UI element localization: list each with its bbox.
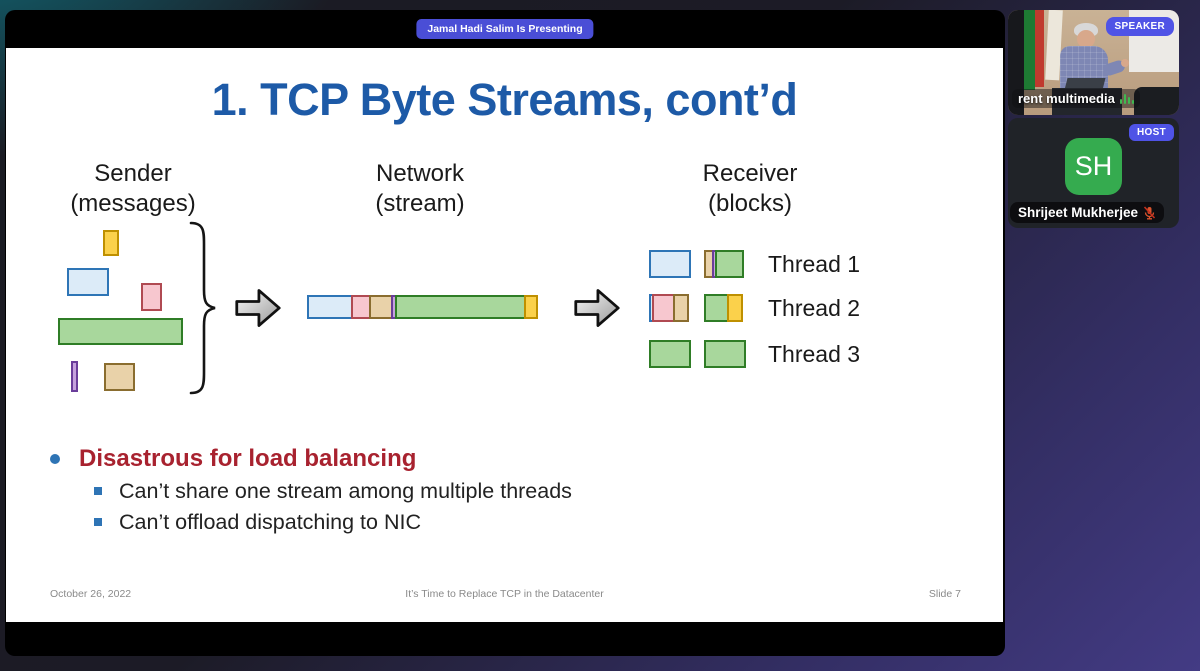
participant-name-label: Shrijeet Mukherjee bbox=[1010, 202, 1165, 223]
speaker-badge: SPEAKER bbox=[1105, 17, 1174, 36]
audio-level-icon bbox=[1119, 93, 1135, 104]
receiver-block bbox=[704, 340, 746, 368]
sender-message-block bbox=[71, 361, 78, 392]
message-block-pink bbox=[141, 283, 162, 311]
thread-2-label: Thread 2 bbox=[768, 295, 861, 321]
right-arrow-icon bbox=[235, 289, 281, 327]
message-block-yellow bbox=[524, 295, 538, 319]
video-decor bbox=[1008, 10, 1024, 115]
footer-deck-title: It’s Time to Replace TCP in the Datacent… bbox=[405, 588, 604, 600]
message-block-yellow bbox=[727, 294, 743, 322]
video-decor bbox=[1134, 87, 1179, 115]
podium-decor bbox=[1052, 88, 1122, 115]
slide-footer: October 26, 2022 It’s Time to Replace TC… bbox=[6, 588, 1003, 602]
message-block-blue bbox=[307, 295, 353, 319]
thread-3-label: Thread 3 bbox=[768, 341, 861, 367]
sender-column-label: Sender (messages) bbox=[70, 160, 196, 217]
message-block-purple bbox=[71, 361, 78, 392]
receiver-column-label: Receiver (blocks) bbox=[702, 160, 798, 217]
receiver-block bbox=[704, 250, 744, 278]
speaker-person bbox=[1077, 30, 1095, 48]
speaker-video-tile[interactable]: SPEAKER rent multimedia bbox=[1008, 10, 1179, 115]
participant-name-label: rent multimedia bbox=[1012, 89, 1141, 108]
avatar: SH bbox=[1065, 138, 1122, 195]
presentation-slide: 1. TCP Byte Streams, cont’d Sender (mess… bbox=[6, 48, 1003, 622]
bullet-square-icon bbox=[94, 487, 102, 495]
message-block-pink bbox=[652, 294, 675, 322]
receiver-block bbox=[649, 250, 691, 278]
receiver-block bbox=[704, 294, 743, 322]
network-stream-bar bbox=[307, 295, 538, 319]
presenter-banner: Jamal Hadi Salim Is Presenting bbox=[416, 19, 594, 39]
sub-bullet: Can’t share one stream among multiple th… bbox=[94, 479, 572, 504]
sender-message-block bbox=[104, 363, 135, 391]
main-bullet: Disastrous for load balancing bbox=[50, 445, 416, 473]
sender-message-block bbox=[141, 283, 162, 311]
message-block-green bbox=[704, 340, 746, 368]
slide-title: 1. TCP Byte Streams, cont’d bbox=[211, 74, 798, 125]
message-block-tan bbox=[104, 363, 135, 391]
message-block-green bbox=[704, 294, 729, 322]
footer-slide-number: Slide 7 bbox=[928, 588, 961, 600]
sender-message-block bbox=[103, 230, 119, 256]
message-block-green bbox=[395, 295, 526, 319]
sender-message-block bbox=[58, 318, 183, 345]
speaker-person bbox=[1121, 59, 1129, 67]
thread-1-label: Thread 1 bbox=[768, 251, 861, 277]
flag-decor bbox=[1024, 10, 1035, 90]
main-bullet-text: Disastrous for load balancing bbox=[79, 445, 417, 472]
right-arrow-icon bbox=[574, 289, 620, 327]
screen-share-area: Jamal Hadi Salim Is Presenting 1. TCP By… bbox=[5, 10, 1005, 656]
message-block-green bbox=[715, 250, 744, 278]
message-block-tan bbox=[369, 295, 393, 319]
bullet-square-icon bbox=[94, 518, 102, 526]
receiver-block bbox=[649, 294, 689, 322]
message-block-green bbox=[58, 318, 183, 345]
message-block-pink bbox=[351, 295, 371, 319]
message-block-yellow bbox=[103, 230, 119, 256]
footer-date: October 26, 2022 bbox=[50, 588, 132, 600]
host-participant-tile[interactable]: HOST SH Shrijeet Mukherjee bbox=[1008, 118, 1179, 228]
curly-brace bbox=[189, 221, 216, 395]
message-block-blue bbox=[67, 268, 109, 296]
sender-message-block bbox=[67, 268, 109, 296]
message-block-tan bbox=[673, 294, 689, 322]
mic-muted-icon bbox=[1143, 205, 1156, 219]
receiver-block bbox=[649, 340, 691, 368]
message-block-green bbox=[649, 340, 691, 368]
network-column-label: Network (stream) bbox=[375, 160, 465, 217]
host-badge: HOST bbox=[1129, 124, 1174, 141]
sub-bullet: Can’t offload dispatching to NIC bbox=[94, 510, 421, 535]
bullet-dot-icon bbox=[50, 454, 60, 464]
message-block-blue bbox=[649, 250, 691, 278]
flag-decor bbox=[1035, 10, 1044, 87]
